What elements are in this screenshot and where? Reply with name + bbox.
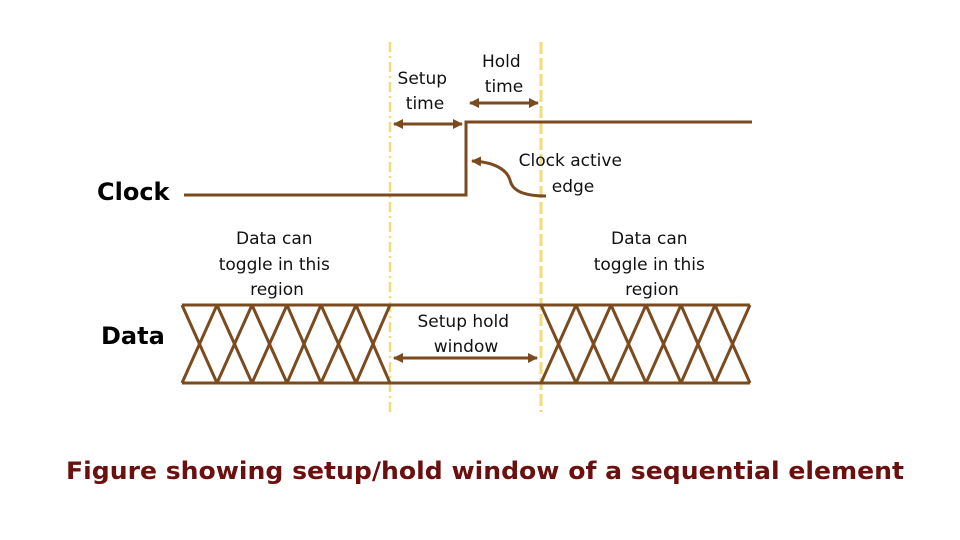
- hold-time-label: Hold time: [482, 52, 526, 97]
- setup-time-label: Setup time: [398, 69, 453, 114]
- clock-edge-pointer: [471, 156, 547, 198]
- clock-active-edge-label: Clock active edge: [519, 151, 628, 197]
- clock-waveform: [184, 120, 752, 197]
- data-toggle-region-left: [180, 303, 392, 385]
- toggle-region-left-label: Data can toggle in this region: [219, 229, 336, 300]
- data-toggle-region-right: [539, 303, 752, 385]
- data-stable-window: [390, 303, 541, 385]
- figure-caption: Figure showing setup/hold window of a se…: [66, 457, 904, 485]
- clock-signal-label: Clock: [97, 178, 171, 206]
- toggle-region-right-label: Data can toggle in this region: [594, 229, 711, 300]
- data-signal-label: Data: [101, 322, 165, 350]
- setup-hold-window-label: Setup hold window: [418, 312, 515, 357]
